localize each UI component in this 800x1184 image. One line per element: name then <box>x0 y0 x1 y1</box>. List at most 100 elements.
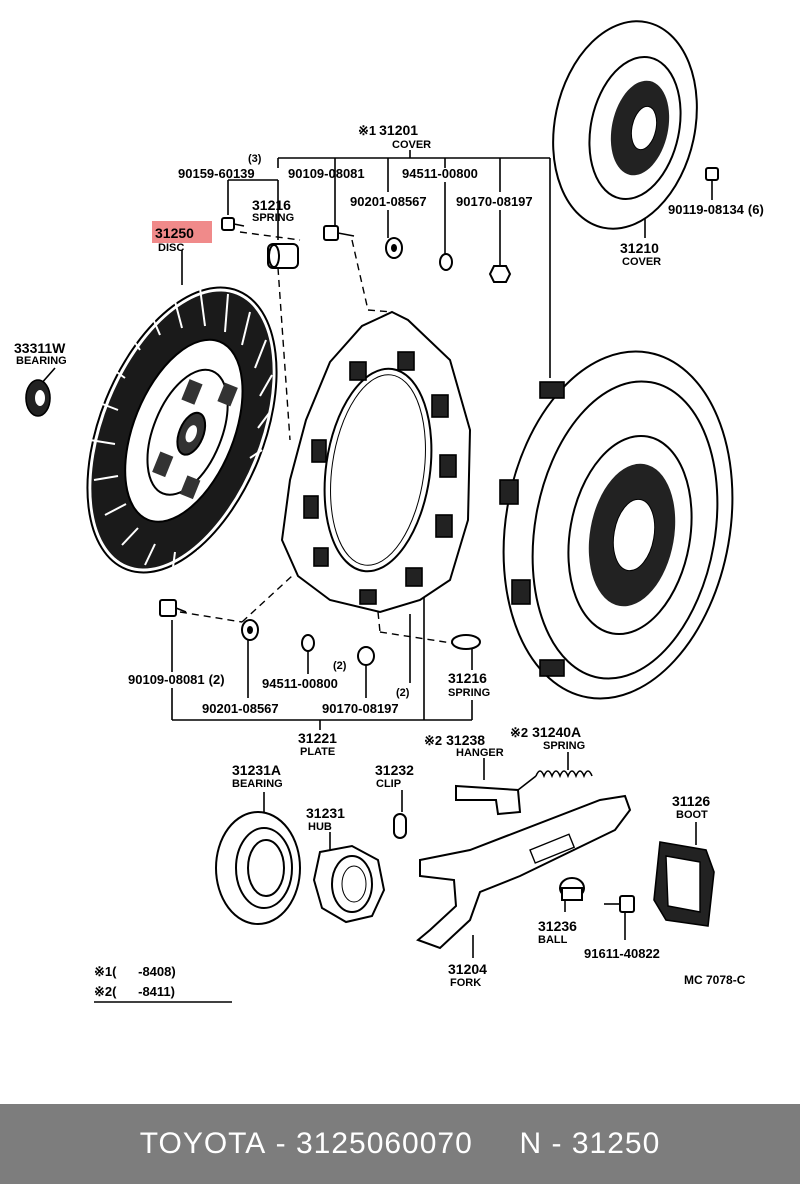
cover-top-number: 31201 <box>379 122 418 138</box>
bolt-90109-bottom <box>159 599 187 617</box>
boot-number: 31126 <box>672 793 710 809</box>
cover-top-name: COVER <box>392 139 431 151</box>
nut-90170-bottom <box>357 646 375 666</box>
pin-94511-bottom <box>301 634 315 652</box>
pilot-bearing-name: BEARING <box>16 355 67 367</box>
clutch-cover-large <box>499 350 734 700</box>
bolt-90119 <box>705 167 719 190</box>
footer-brand: TOYOTA <box>139 1127 267 1160</box>
hub-number: 31231 <box>306 805 345 821</box>
clip-number: 31232 <box>375 762 414 778</box>
fork-number: 31204 <box>448 961 487 977</box>
bolt-cover-qty: (6) <box>748 202 764 217</box>
note1-text: ( -8408) <box>112 964 176 979</box>
pin-a-number: 94511-00800 <box>402 166 478 181</box>
release-bearing <box>215 811 301 925</box>
disc-number: 31250 <box>155 225 194 241</box>
spring-a-name: SPRING <box>252 212 294 224</box>
bolt-90109-top <box>323 225 355 241</box>
footer-n-label: N <box>519 1127 543 1160</box>
footer-part-no: 3125060070 <box>295 1127 473 1160</box>
washer-b-number: 90201-08567 <box>202 701 279 716</box>
svg-text:90119-08134(6): 90119-08134(6) <box>668 202 764 217</box>
nut-b-number: 90170-08197 <box>322 701 399 716</box>
washer-a-number: 90201-08567 <box>350 194 427 209</box>
release-bearing-name: BEARING <box>232 778 283 790</box>
note2-text: ( -8411) <box>112 984 175 999</box>
pin-94511-top <box>439 253 453 271</box>
hanger-number: 31238 <box>446 732 485 748</box>
boot-name: BOOT <box>676 809 708 821</box>
return-spring <box>535 770 593 779</box>
bolt-3-number: 90159-60139 <box>178 166 255 181</box>
bolt-a-number: 90109-08081 <box>288 166 365 181</box>
nut-a-number: 90170-08197 <box>456 194 533 209</box>
washer-90201-top <box>385 237 403 259</box>
plate-name: PLATE <box>300 746 335 758</box>
cover-bracket-lines <box>39 150 713 386</box>
hanger <box>455 775 537 816</box>
alignment-dashed-lines <box>179 231 459 645</box>
footer-n-value: 31250 <box>571 1127 661 1160</box>
bolt-b-qty: (2) <box>209 672 225 687</box>
disc-radial-grooves <box>89 287 273 576</box>
clip <box>393 813 407 839</box>
clutch-disc <box>86 286 278 574</box>
washer-90201-bottom <box>241 619 259 641</box>
footer-sep: - <box>266 1127 296 1160</box>
bolt-3-qty: (3) <box>248 153 262 165</box>
boot <box>653 841 715 927</box>
bolt-91611 <box>604 895 635 913</box>
spring-31216-bottom <box>451 634 481 650</box>
note1-mark: ※1 <box>94 964 112 979</box>
footer-sep-2: - <box>542 1127 572 1160</box>
fork-name: FORK <box>450 977 481 989</box>
bolt-cover-number: 90119-08134 <box>668 202 745 217</box>
pin-b-number: 94511-00800 <box>262 676 338 691</box>
cover-assy-name: COVER <box>622 256 661 268</box>
spring-b-number: 31216 <box>448 670 487 686</box>
part-footer: TOYOTA - 3125060070 N - 31250 <box>0 1104 800 1184</box>
bolt-90159 <box>221 217 245 231</box>
svg-text:90109-08081(2): 90109-08081 (2) <box>128 672 225 687</box>
nut-90170-top <box>488 265 512 283</box>
spring-b-name: SPRING <box>448 687 490 699</box>
ball-name: BALL <box>538 934 568 946</box>
hanger-note: ※2 <box>424 733 442 748</box>
svg-text:※1( -8408): ※1( -8408) <box>94 964 176 979</box>
release-fork <box>416 794 632 950</box>
plate-bracket-lines <box>171 590 697 958</box>
spring-a-number: 31216 <box>252 197 291 213</box>
bolt-b-number: 90109-08081 <box>128 672 205 687</box>
pilot-bearing <box>25 379 51 417</box>
spring-c-number: 31240A <box>532 724 581 740</box>
spring-b-qty: (2) <box>396 687 410 699</box>
svg-text:※2( -8411): ※2( -8411) <box>94 984 175 999</box>
pressure-plate <box>280 310 472 614</box>
catalog-code: MC 7078-C <box>684 973 746 987</box>
bolt-fork-number: 91611-40822 <box>584 946 660 961</box>
spring-c-name: SPRING <box>543 740 585 752</box>
hanger-name: HANGER <box>456 747 504 759</box>
ball-number: 31236 <box>538 918 577 934</box>
cover-assy-number: 31210 <box>620 240 659 256</box>
plate-number: 31221 <box>298 730 337 746</box>
note2-mark: ※2 <box>94 984 112 999</box>
clutch-cover-small <box>552 20 698 230</box>
nut-b-qty: (2) <box>333 660 347 672</box>
release-hub <box>312 844 386 924</box>
spring-31216-top <box>267 243 299 269</box>
disc-name: DISC <box>158 242 184 254</box>
release-bearing-number: 31231A <box>232 762 281 778</box>
cover-top-note: ※1 <box>358 123 376 138</box>
disc-label-highlight <box>152 221 212 243</box>
hub-name: HUB <box>308 821 332 833</box>
pivot-ball <box>559 877 585 901</box>
pilot-bearing-number: 33311W <box>14 340 66 356</box>
clip-name: CLIP <box>376 778 401 790</box>
spring-c-note: ※2 <box>510 725 528 740</box>
